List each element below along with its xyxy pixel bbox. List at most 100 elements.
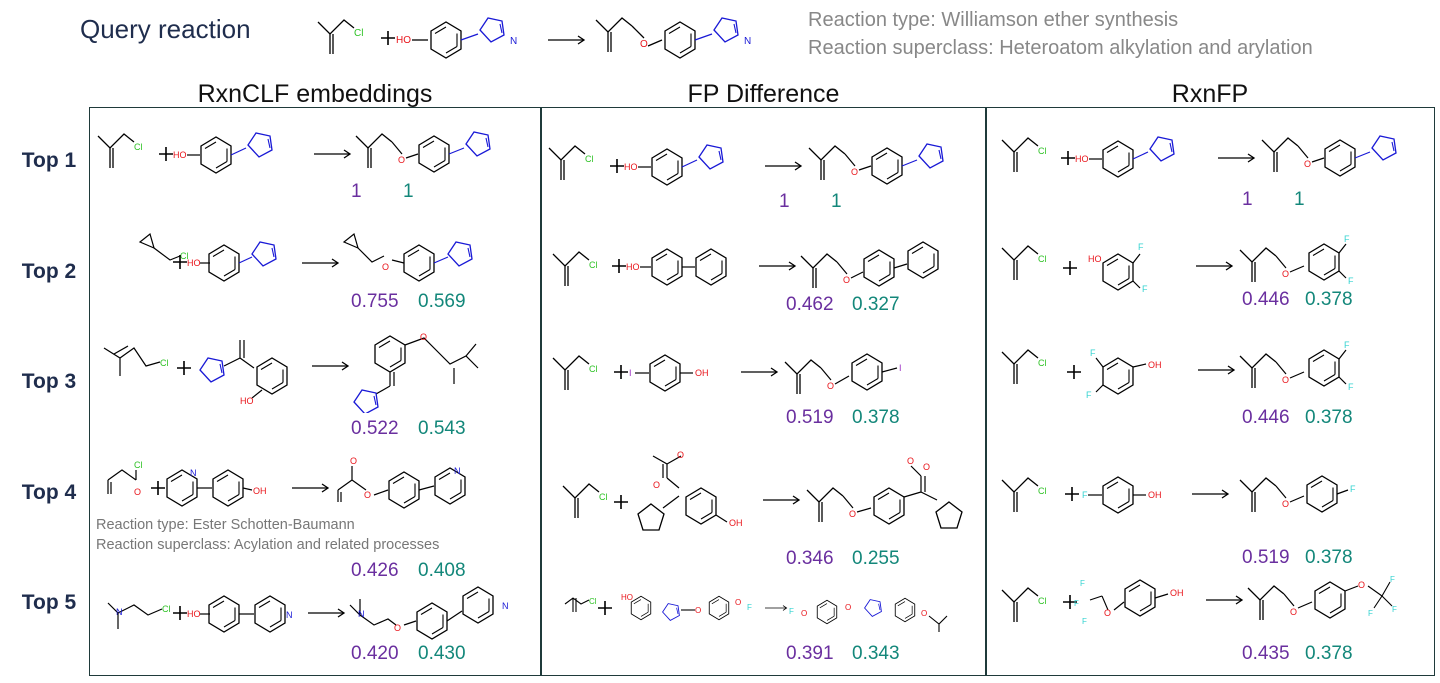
fpdiff-top2-scheme: Cl HO O xyxy=(552,241,939,289)
svg-text:Cl: Cl xyxy=(1038,486,1047,496)
rxnclf-top4-reaction-superclass: Reaction superclass: Acylation and relat… xyxy=(96,537,440,553)
svg-text:F: F xyxy=(1082,490,1088,500)
svg-text:F: F xyxy=(1142,284,1148,294)
svg-text:O: O xyxy=(1282,375,1289,385)
svg-text:O: O xyxy=(827,381,834,391)
rxnfp-top1-scheme: Cl HO O xyxy=(1001,135,1397,178)
svg-text:O: O xyxy=(653,480,660,490)
svg-text:OH: OH xyxy=(1148,360,1162,370)
svg-text:Cl: Cl xyxy=(599,492,608,502)
svg-text:O: O xyxy=(845,603,851,612)
svg-text:O: O xyxy=(907,456,914,466)
rxnfp-top4-scheme: Cl F OH O F xyxy=(1001,475,1356,514)
svg-text:F: F xyxy=(1390,575,1395,584)
svg-text:F: F xyxy=(1086,390,1092,400)
column-title-fp-difference: FP Difference xyxy=(687,80,840,108)
svg-text:Cl: Cl xyxy=(1038,358,1047,368)
row-label-top3: Top 3 xyxy=(21,370,77,393)
rxnfp-top5-score-purple: 0.435 xyxy=(1242,643,1290,664)
svg-text:O: O xyxy=(695,606,701,615)
svg-text:O: O xyxy=(1282,499,1289,509)
svg-text:O: O xyxy=(134,487,141,497)
svg-text:N: N xyxy=(454,466,461,476)
svg-text:OH: OH xyxy=(1170,588,1184,598)
svg-text:F: F xyxy=(1348,382,1354,392)
svg-text:HO: HO xyxy=(1075,154,1089,164)
rxnfp-top3-score-teal: 0.378 xyxy=(1305,407,1353,428)
rxnclf-top1-score-purple: 1 xyxy=(351,181,362,202)
rxnclf-top2-scheme: Cl HO O xyxy=(138,232,473,282)
rxnclf-top2-score-teal: 0.569 xyxy=(418,291,466,312)
rxnclf-top5-score-teal: 0.430 xyxy=(418,643,466,664)
svg-text:F: F xyxy=(1344,234,1350,244)
svg-text:OH: OH xyxy=(1148,490,1162,500)
fpdiff-top3-score-teal: 0.378 xyxy=(852,407,900,428)
rxnclf-top1-scheme: Cl HO O xyxy=(97,131,491,174)
svg-text:F: F xyxy=(1368,609,1373,618)
panel-fp-difference xyxy=(540,107,987,676)
fpdiff-top2-score-teal: 0.327 xyxy=(852,294,900,315)
fpdiff-top5-scheme: Cl HO O O F F O O O xyxy=(564,593,948,632)
svg-text:Cl: Cl xyxy=(1038,254,1047,264)
svg-text:HO: HO xyxy=(396,35,411,46)
svg-text:F: F xyxy=(789,607,794,616)
rxnfp-top3-scheme: Cl F F OH O F F xyxy=(1001,340,1354,400)
svg-text:HO: HO xyxy=(1088,254,1102,264)
svg-text:N: N xyxy=(190,468,197,478)
svg-text:HO: HO xyxy=(621,593,633,602)
svg-text:F: F xyxy=(1138,242,1144,252)
fpdiff-top5-score-teal: 0.343 xyxy=(852,643,900,664)
rxnfp-top1-score-purple: 1 xyxy=(1242,189,1253,210)
svg-text:Cl: Cl xyxy=(589,260,598,270)
svg-text:O: O xyxy=(394,623,401,633)
svg-text:I: I xyxy=(899,363,902,373)
query-reaction-type: Reaction type: Williamson ether synthesi… xyxy=(808,9,1179,31)
rxnclf-top4-reaction-type: Reaction type: Ester Schotten-Baumann xyxy=(96,517,355,533)
svg-text:HO: HO xyxy=(173,150,187,160)
svg-text:Cl: Cl xyxy=(589,364,598,374)
fpdiff-top1-score-teal: 1 xyxy=(831,191,842,212)
svg-text:O: O xyxy=(640,39,648,50)
svg-text:Cl: Cl xyxy=(589,597,597,606)
svg-text:OH: OH xyxy=(695,368,709,378)
svg-text:F: F xyxy=(1090,348,1096,358)
row-label-top5: Top 5 xyxy=(21,591,77,614)
fpdiff-top1-scheme: Cl HO O xyxy=(548,143,944,186)
svg-text:OH: OH xyxy=(253,486,267,496)
column-title-rxnclf: RxnCLF embeddings xyxy=(197,80,433,108)
rxnclf-top3-score-teal: 0.543 xyxy=(418,418,466,439)
rxnclf-top5-score-purple: 0.420 xyxy=(351,643,399,664)
svg-text:Cl: Cl xyxy=(1038,146,1047,156)
rxnclf-top3-score-purple: 0.522 xyxy=(351,418,399,439)
row-label-top2: Top 2 xyxy=(21,260,77,283)
svg-text:HO: HO xyxy=(626,262,640,272)
svg-text:O: O xyxy=(420,332,427,342)
svg-text:Cl: Cl xyxy=(1038,596,1047,606)
svg-text:Cl: Cl xyxy=(585,154,594,164)
svg-text:F: F xyxy=(747,603,752,612)
svg-text:O: O xyxy=(1358,580,1365,590)
svg-text:F: F xyxy=(1392,605,1397,614)
svg-text:O: O xyxy=(1282,269,1289,279)
rxnfp-top1-score-teal: 1 xyxy=(1294,189,1305,210)
svg-text:O: O xyxy=(1304,159,1311,169)
rxnclf-top2-score-purple: 0.755 xyxy=(351,291,399,312)
svg-text:N: N xyxy=(510,36,517,47)
column-title-rxnfp: RxnFP xyxy=(1171,80,1249,108)
rxnfp-top4-score-teal: 0.378 xyxy=(1305,547,1353,568)
fpdiff-top3-scheme: Cl I OH O I xyxy=(552,353,902,395)
svg-text:OH: OH xyxy=(729,518,743,528)
svg-text:F: F xyxy=(1082,617,1087,626)
svg-text:O: O xyxy=(1104,608,1111,618)
svg-text:Cl: Cl xyxy=(354,28,363,39)
fpdiff-top4-score-purple: 0.346 xyxy=(786,548,834,569)
svg-text:Cl: Cl xyxy=(162,604,171,614)
svg-text:HO: HO xyxy=(240,396,254,406)
rxnfp-top4-score-purple: 0.519 xyxy=(1242,547,1290,568)
svg-text:O: O xyxy=(382,262,389,272)
svg-text:N: N xyxy=(358,609,365,619)
svg-text:F: F xyxy=(1344,340,1350,350)
svg-text:HO: HO xyxy=(624,162,638,172)
rxnfp-top2-score-purple: 0.446 xyxy=(1242,289,1290,310)
svg-text:F: F xyxy=(1074,599,1079,608)
